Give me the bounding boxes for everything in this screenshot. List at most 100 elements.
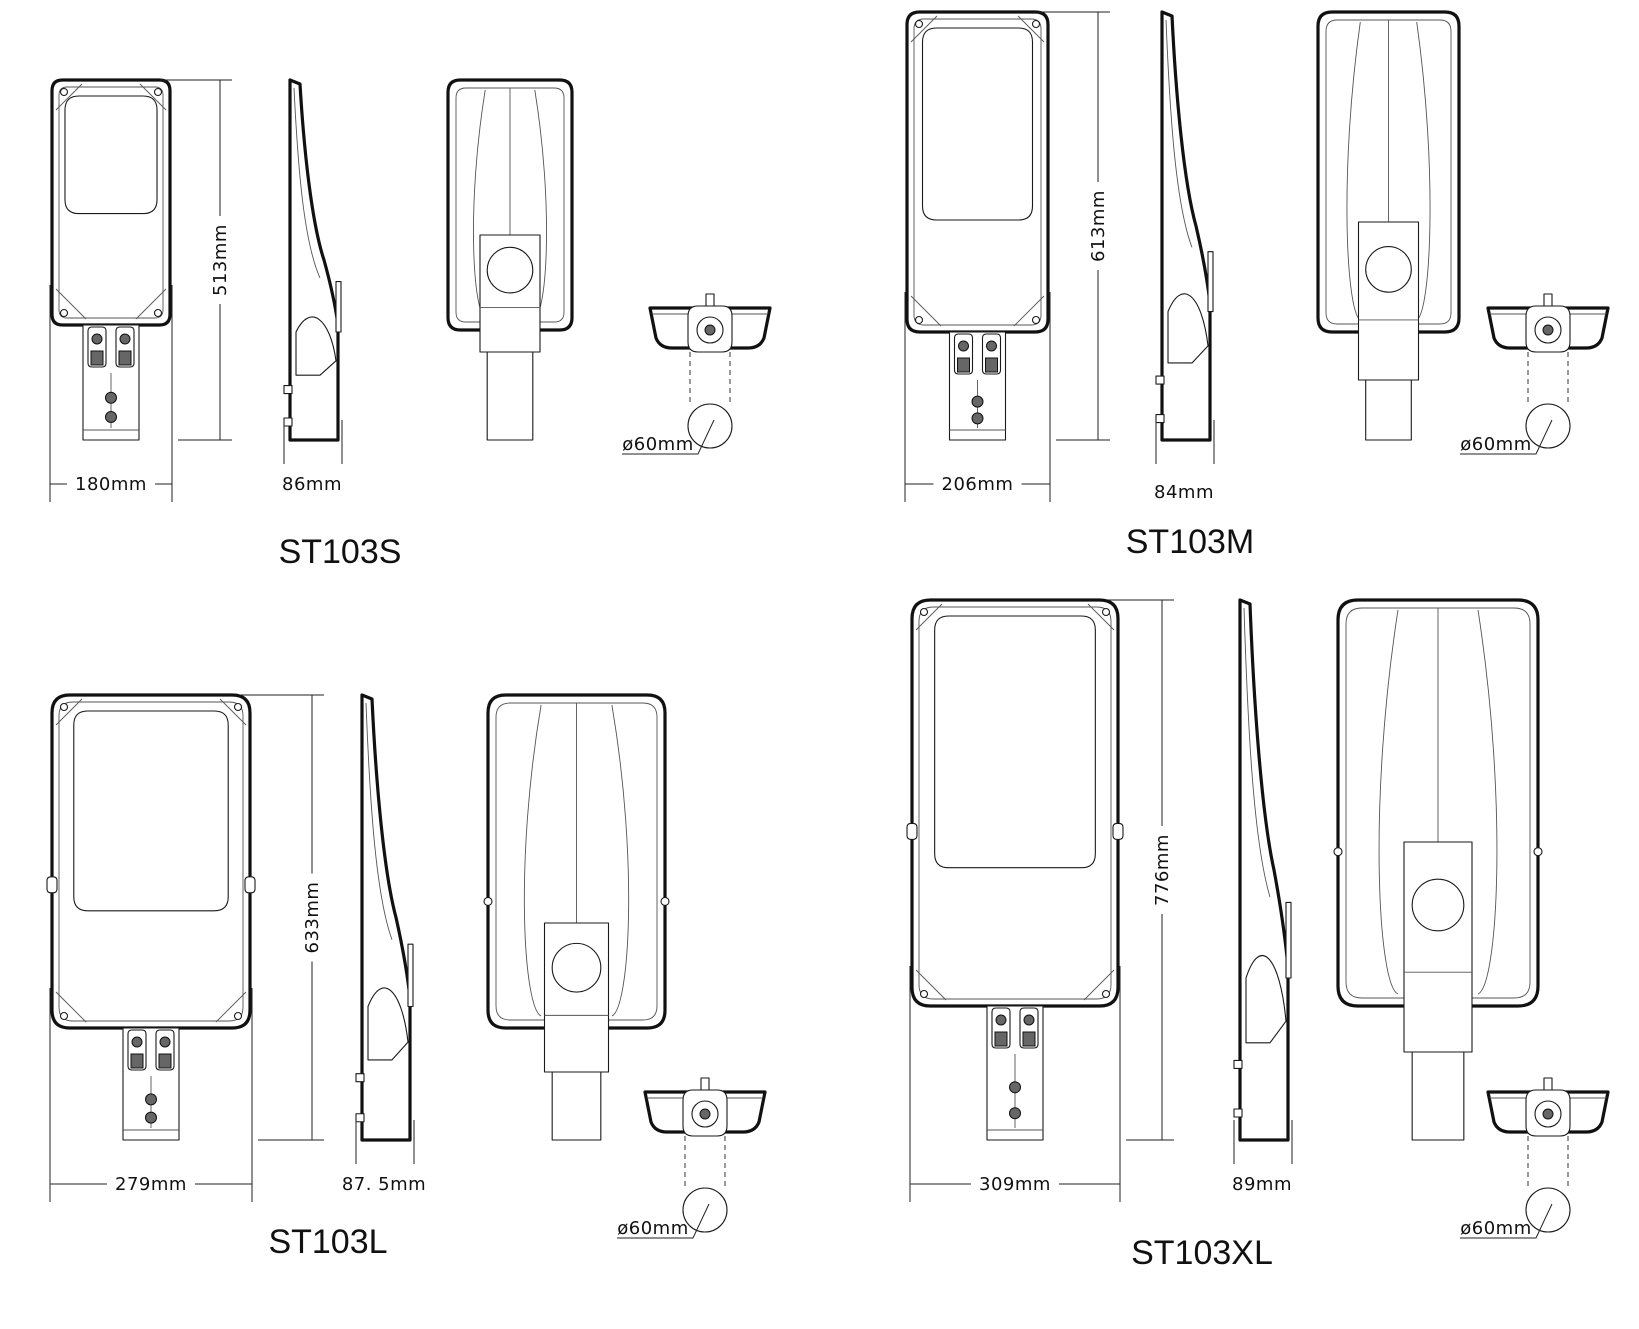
side-bracket — [1245, 955, 1287, 1044]
depth-label: 86mm — [282, 474, 342, 495]
adapter-bolt-icon — [1009, 1081, 1021, 1094]
corner-bevel — [215, 991, 247, 1023]
hinge-icon — [1533, 847, 1543, 857]
height-label: 613mm — [1088, 190, 1109, 262]
top-view: ø60mm — [622, 293, 772, 455]
width-label: 309mm — [979, 1174, 1051, 1195]
back-pole — [1365, 379, 1412, 441]
side-bolt-icon — [1155, 414, 1165, 424]
corner-bevel — [1013, 295, 1045, 327]
back-rib — [1346, 21, 1361, 321]
front-view — [906, 598, 1124, 1141]
side-fin — [1207, 251, 1214, 313]
height-label: 776mm — [1152, 834, 1173, 906]
corner-bevel — [1083, 969, 1115, 1001]
side-bolt-icon — [355, 1073, 365, 1083]
side-view — [1233, 598, 1292, 1142]
top-nut-icon — [1543, 293, 1553, 307]
model-label: ST103XL — [1131, 1234, 1273, 1272]
pole-diameter-label: ø60mm — [617, 1218, 689, 1239]
clamp-bolt-icon — [119, 333, 131, 345]
side-contour — [293, 87, 321, 279]
lens-window — [73, 710, 229, 912]
side-bracket — [1167, 293, 1209, 364]
housing-outline — [910, 598, 1120, 1008]
screw-icon — [153, 308, 163, 318]
hinge-icon — [906, 822, 918, 840]
adapter-bolt-icon — [971, 395, 984, 408]
screw-icon — [59, 87, 69, 97]
side-bracket — [367, 987, 409, 1061]
height-label: 513mm — [210, 224, 231, 296]
screw-icon — [59, 308, 69, 318]
side-contour — [365, 702, 393, 940]
side-bolt-icon — [1233, 1108, 1243, 1118]
side-bolt-icon — [1155, 375, 1165, 385]
side-bolt-icon — [283, 385, 293, 395]
top-nut-icon — [1543, 1077, 1553, 1091]
adapter-bolt-icon — [105, 411, 117, 423]
screw-icon — [1101, 607, 1111, 617]
hinge-icon — [244, 876, 256, 894]
front-view — [905, 10, 1050, 441]
model-label: ST103M — [1126, 523, 1255, 561]
clamp-bolt-icon — [1023, 1014, 1035, 1026]
back-cap-icon — [551, 942, 602, 993]
top-view: ø60mm — [1460, 1077, 1610, 1239]
housing-inner-line — [58, 86, 164, 319]
screw-icon — [1101, 989, 1111, 999]
corner-bevel — [1017, 15, 1045, 43]
screw-icon — [914, 19, 924, 29]
back-cap-icon — [486, 246, 534, 294]
back-rib — [1378, 609, 1399, 995]
back-view — [483, 693, 670, 1141]
back-rib — [1416, 21, 1431, 321]
top-screw-icon — [1542, 1108, 1554, 1120]
model-label: ST103L — [268, 1223, 387, 1261]
top-view: ø60mm — [1460, 293, 1610, 455]
height-label: 633mm — [302, 882, 323, 954]
back-rib — [523, 704, 542, 1017]
side-fin — [407, 943, 414, 1008]
side-fin — [1285, 901, 1292, 979]
corner-bevel — [135, 288, 167, 320]
back-view — [446, 78, 574, 441]
clamp-bolt-icon — [995, 1014, 1007, 1026]
back-view — [1333, 598, 1543, 1141]
pole-section-circle — [1525, 1187, 1571, 1233]
corner-bevel — [55, 288, 87, 320]
back-spigot — [1357, 221, 1420, 381]
corner-bevel — [55, 698, 83, 726]
screw-icon — [153, 87, 163, 97]
back-rib — [611, 704, 630, 1017]
hinge-icon — [46, 876, 58, 894]
corner-bevel — [55, 991, 87, 1023]
leader-line — [617, 1203, 710, 1239]
side-bracket — [295, 316, 337, 376]
front-view — [46, 693, 256, 1141]
back-view — [1316, 10, 1461, 441]
width-label: 279mm — [115, 1174, 187, 1195]
side-fin — [335, 281, 342, 333]
width-label: 206mm — [942, 474, 1014, 495]
housing-outline — [50, 78, 172, 327]
corner-bevel — [910, 295, 942, 327]
top-view: ø60mm — [617, 1077, 767, 1239]
leader-line — [622, 419, 715, 455]
back-inner-line — [1325, 19, 1452, 325]
back-inner-line — [495, 702, 658, 1021]
corner-bevel — [139, 83, 167, 111]
housing-outline — [905, 10, 1050, 334]
pole-diameter-label: ø60mm — [1460, 1218, 1532, 1239]
side-view — [1155, 10, 1214, 442]
side-bolt-icon — [355, 1113, 365, 1123]
housing-outline — [50, 693, 252, 1030]
pole-section-circle — [682, 1187, 728, 1233]
hinge-icon — [1333, 847, 1343, 857]
